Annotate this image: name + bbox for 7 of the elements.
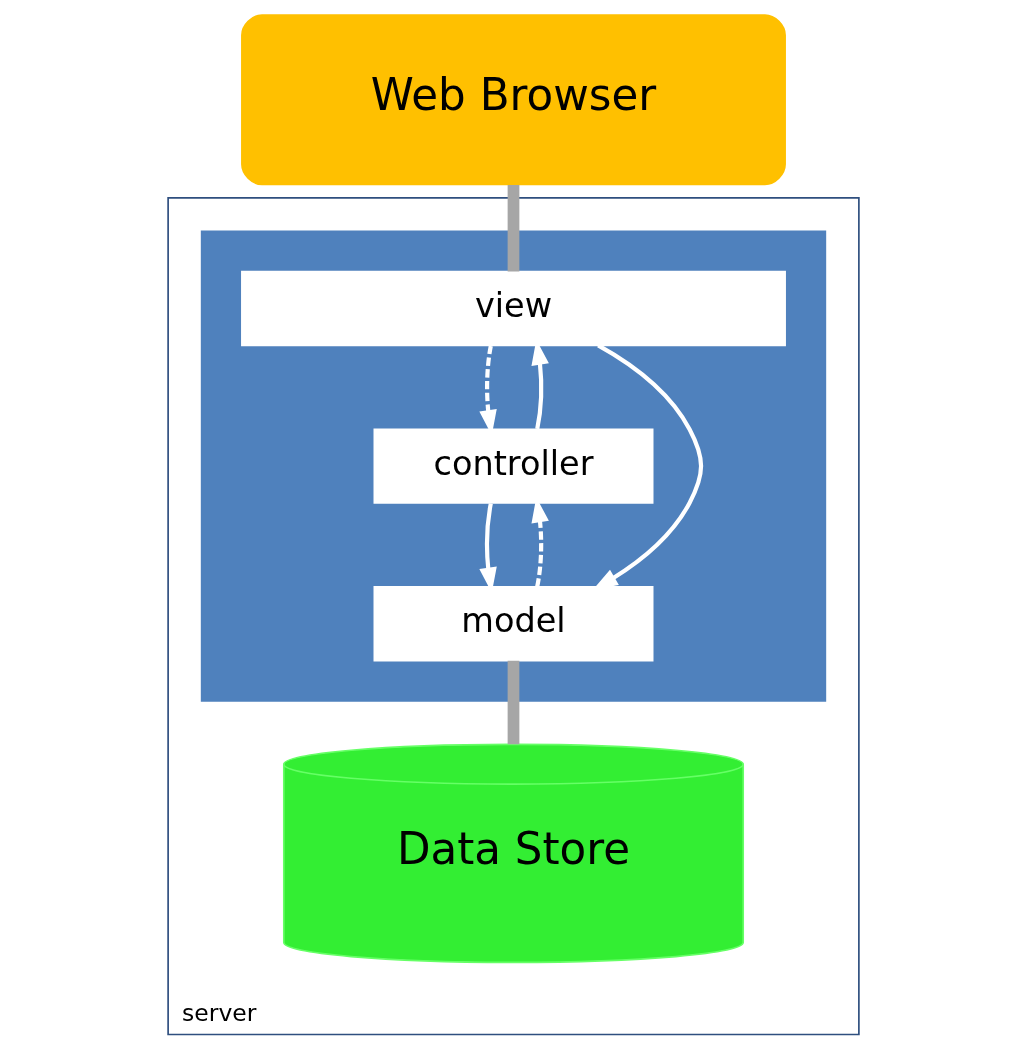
node-box: model	[373, 586, 653, 662]
node-box: controller	[373, 428, 653, 504]
node-box: view	[240, 270, 786, 347]
connector	[507, 660, 519, 745]
node-box: Web Browser	[240, 14, 786, 186]
cluster	[200, 230, 826, 702]
connector	[507, 185, 519, 272]
